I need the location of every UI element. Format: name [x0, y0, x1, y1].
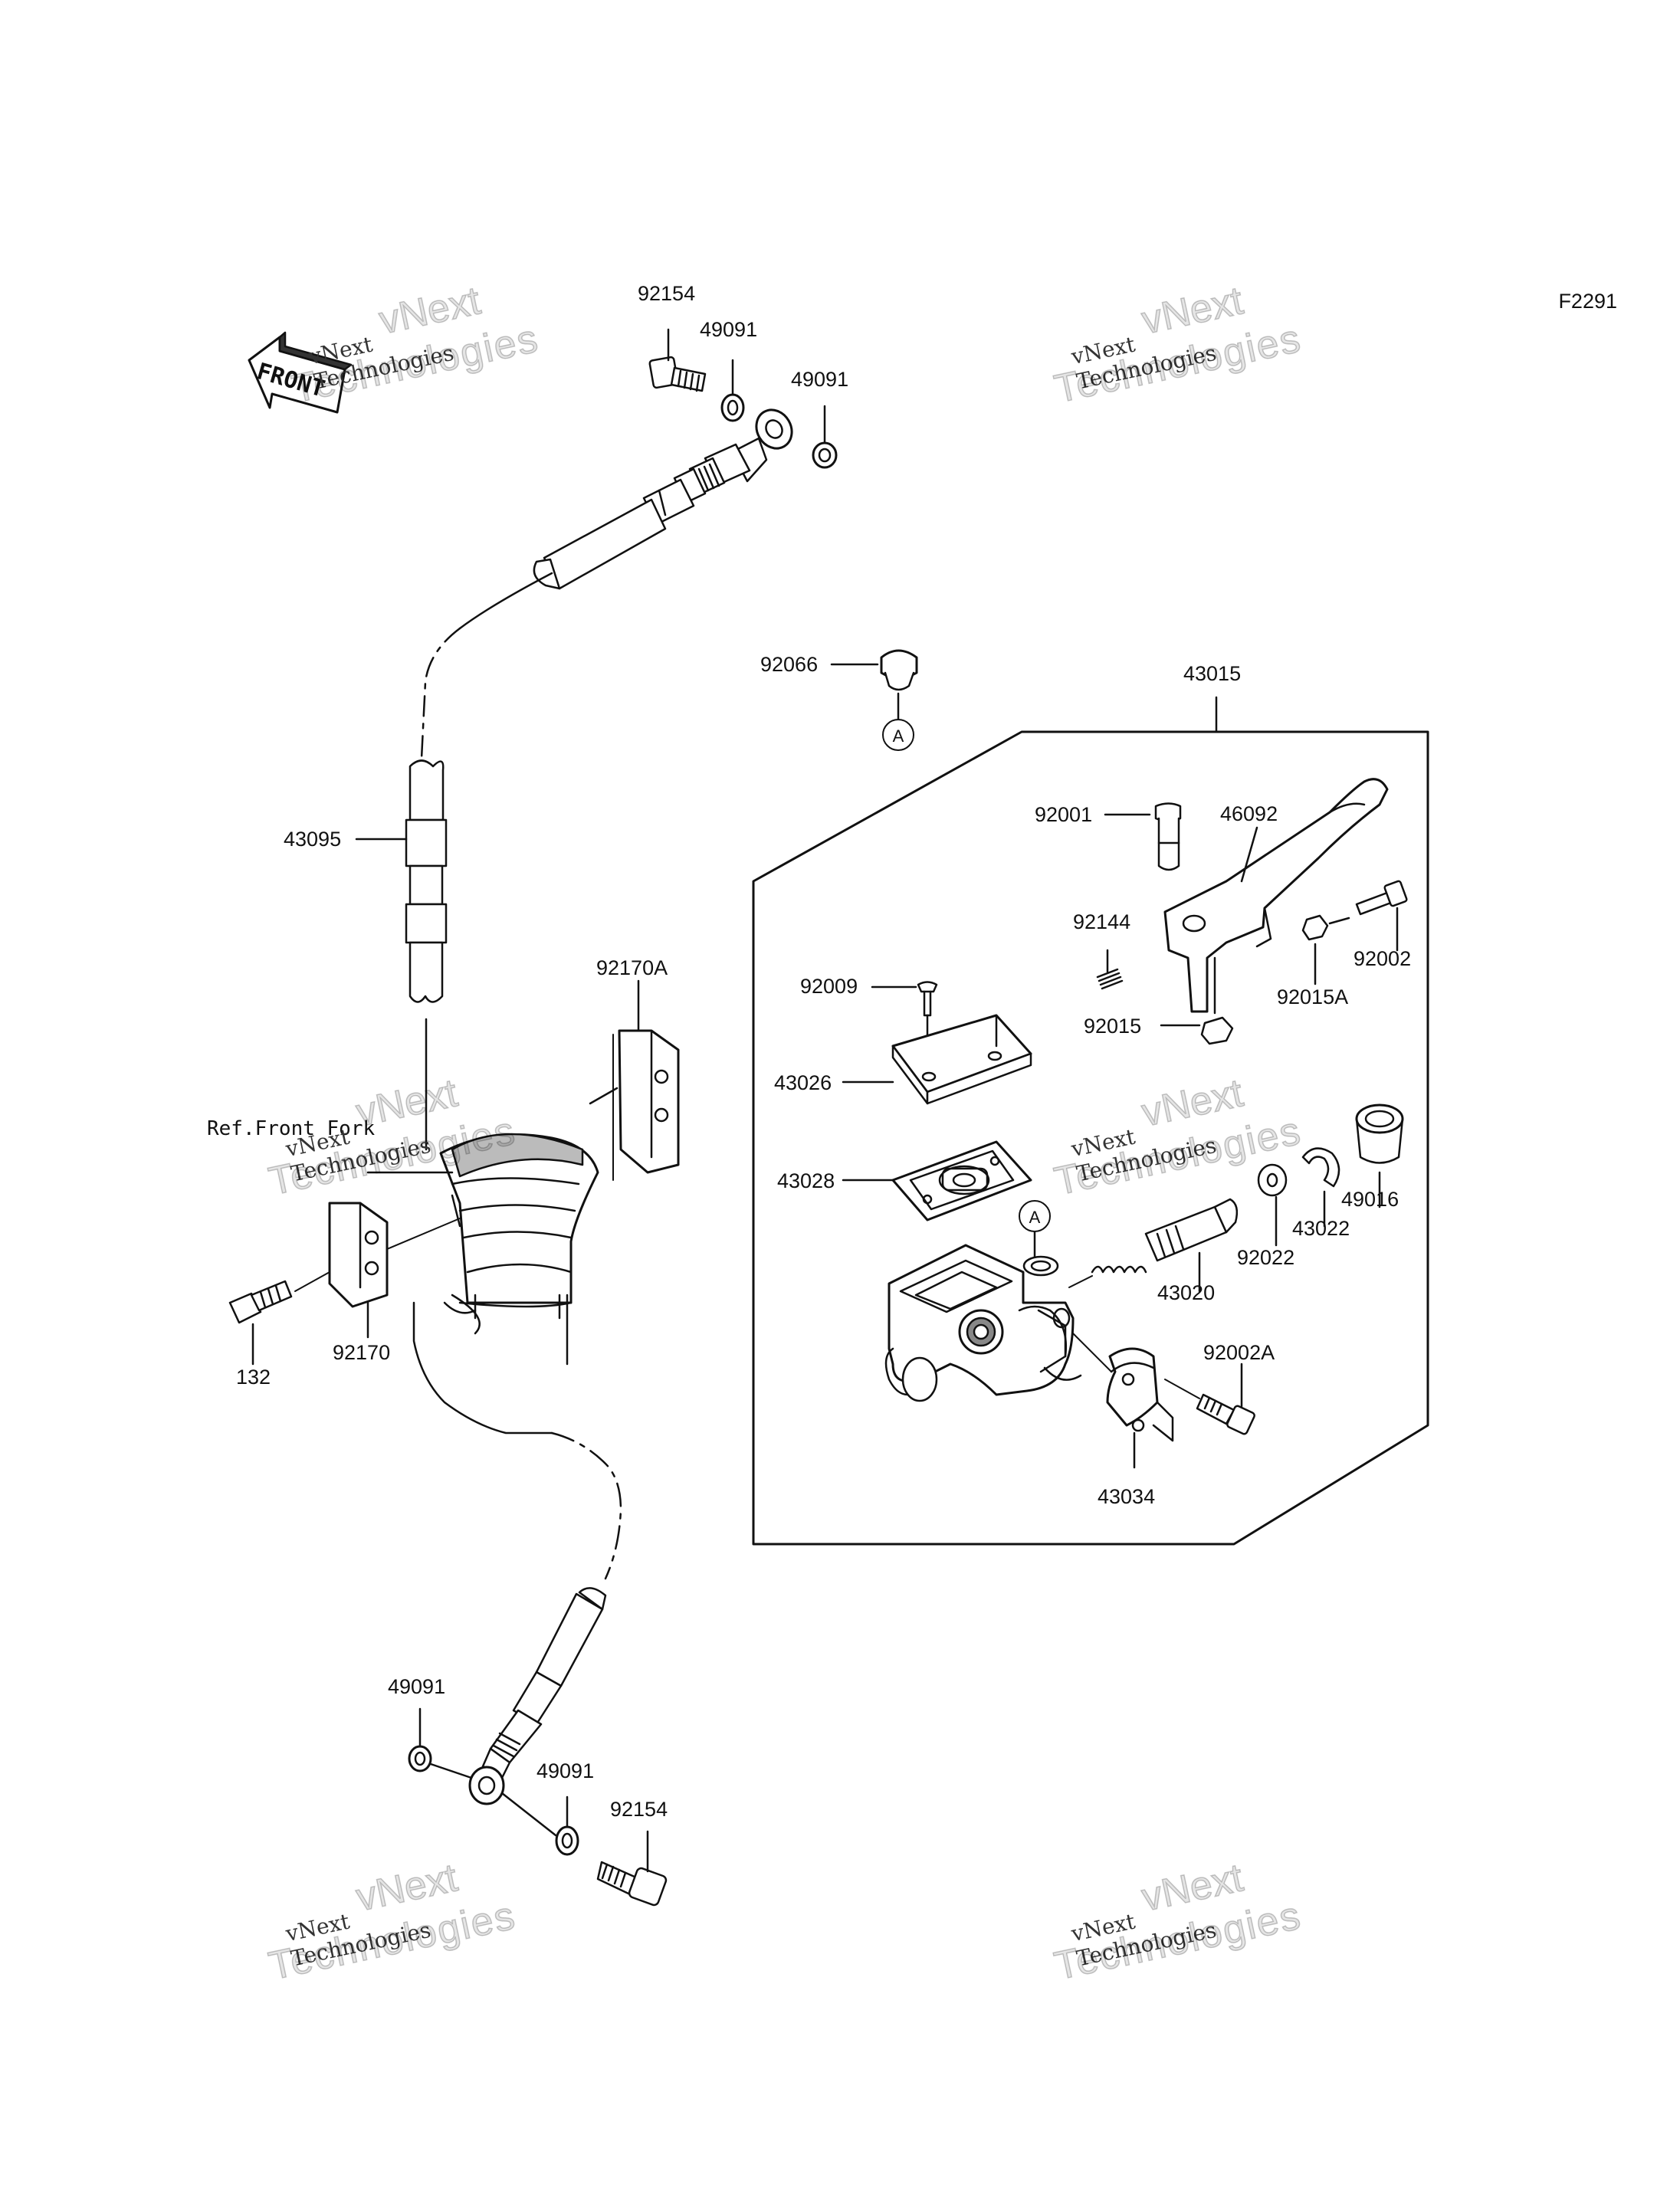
washer-49091-c — [408, 1745, 432, 1772]
circlip-43022 — [1301, 1147, 1340, 1188]
label-92170A: 92170A — [596, 956, 668, 979]
hose-segment-43095 — [405, 759, 448, 1003]
label-46092: 46092 — [1220, 802, 1278, 825]
front-fork-ref — [439, 1133, 599, 1366]
screw-92009 — [917, 981, 938, 1017]
brake-hose-top-fitting — [533, 408, 793, 590]
label-132: 132 — [236, 1366, 271, 1389]
washer-49091-b — [812, 441, 838, 469]
washer-92022 — [1257, 1163, 1288, 1197]
pivot-bolt-92001 — [1154, 802, 1182, 871]
label-49091-c: 49091 — [388, 1675, 446, 1698]
clamp-92170 — [328, 1202, 389, 1308]
label-43026: 43026 — [774, 1071, 832, 1094]
bolt-92002A — [1196, 1393, 1255, 1435]
bolt-92002 — [1355, 880, 1408, 916]
master-cylinder-body — [884, 1244, 1082, 1402]
ref-front-fork-label: Ref.Front Fork — [207, 1117, 376, 1140]
label-43020: 43020 — [1157, 1281, 1216, 1304]
nut-92015A — [1301, 914, 1329, 941]
label-92170: 92170 — [333, 1341, 391, 1364]
label-49091-a: 49091 — [700, 318, 758, 341]
label-92022: 92022 — [1237, 1246, 1295, 1269]
label-92002A: 92002A — [1203, 1341, 1275, 1364]
banjo-bolt-top — [648, 356, 707, 392]
label-43015: 43015 — [1183, 662, 1242, 685]
front-arrow-icon — [248, 331, 353, 414]
label-43028: 43028 — [777, 1169, 835, 1192]
cap-92066 — [880, 649, 918, 691]
label-49016: 49016 — [1341, 1188, 1399, 1211]
circle-marker-a-body: A — [1019, 1200, 1051, 1232]
pin-92144 — [1096, 968, 1124, 990]
boot-49016 — [1355, 1103, 1404, 1164]
washer-49091-d — [555, 1825, 579, 1856]
diagram-code: F2291 — [1558, 290, 1617, 313]
banjo-bolt-bottom — [596, 1861, 668, 1907]
label-92066: 92066 — [760, 653, 819, 676]
clamp-92170A — [618, 1029, 680, 1174]
circle-marker-a-top: A — [882, 719, 914, 751]
hose-lower-fitting — [468, 1587, 607, 1805]
label-43022: 43022 — [1292, 1217, 1350, 1240]
bolt-132 — [228, 1280, 293, 1324]
label-49091-d: 49091 — [536, 1759, 595, 1782]
cover-43026 — [891, 1014, 1032, 1105]
label-92154-bottom: 92154 — [610, 1798, 668, 1821]
label-43034: 43034 — [1098, 1485, 1156, 1508]
label-92001: 92001 — [1035, 803, 1093, 826]
brake-hose-line — [458, 572, 553, 630]
lever-46092 — [1163, 778, 1389, 1013]
kit-43015-outline — [752, 730, 1429, 1546]
label-92009: 92009 — [800, 975, 858, 998]
label-92144: 92144 — [1073, 910, 1131, 933]
piston-43020 — [1091, 1198, 1239, 1274]
label-92015: 92015 — [1084, 1015, 1142, 1038]
label-92015A: 92015A — [1277, 985, 1349, 1008]
label-43095: 43095 — [284, 828, 342, 851]
label-92002: 92002 — [1354, 947, 1412, 970]
label-49091-b: 49091 — [791, 368, 849, 391]
washer-49091-a — [720, 393, 745, 422]
clamp-43034 — [1106, 1347, 1174, 1442]
label-92154-top: 92154 — [638, 282, 696, 305]
diaphragm-43028 — [891, 1140, 1032, 1221]
nut-92015 — [1200, 1016, 1234, 1045]
